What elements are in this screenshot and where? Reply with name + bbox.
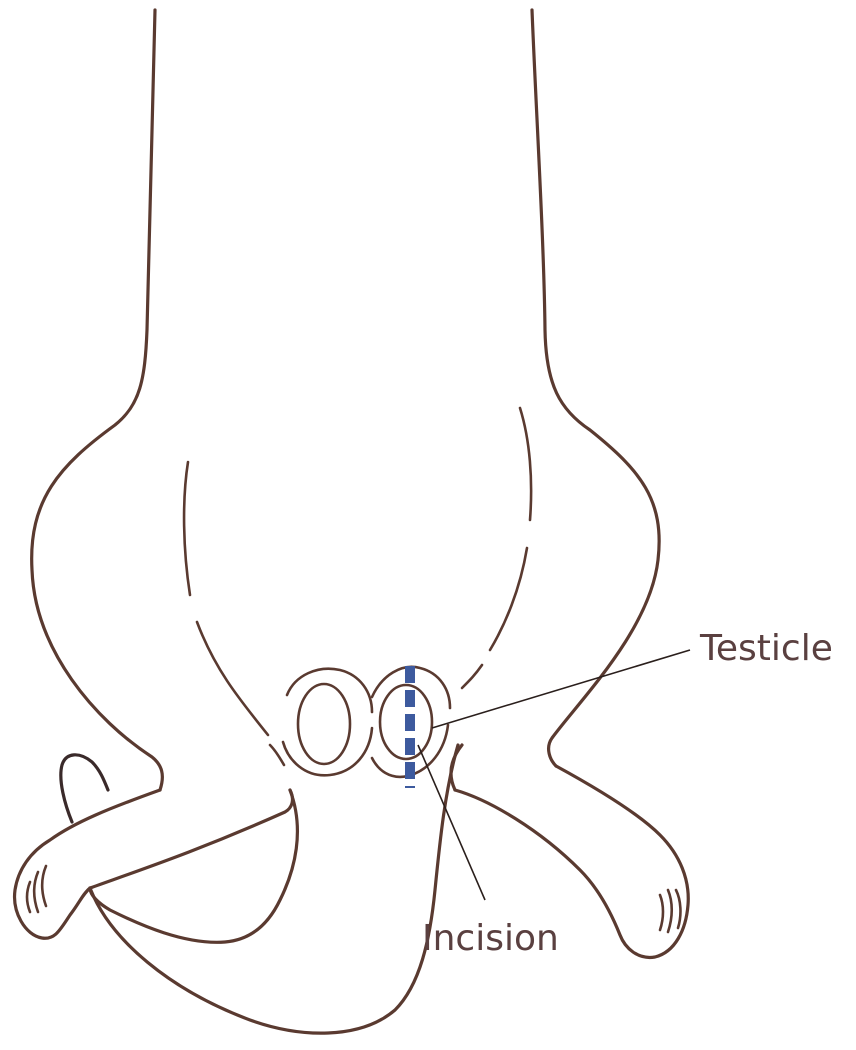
left-testicle [298, 684, 350, 764]
right-paw-toes [660, 890, 680, 932]
testicle-label: Testicle [699, 628, 833, 669]
body-outline-right [532, 10, 659, 766]
left-haunch-line-tail [270, 745, 284, 765]
lower-body-curve [90, 745, 458, 1033]
left-haunch-line [184, 462, 190, 595]
right-haunch-line [520, 408, 531, 520]
left-haunch-line-lower [197, 622, 268, 735]
inner-thigh-right [451, 745, 462, 790]
left-leg [15, 790, 293, 938]
incision-label: Incision [422, 918, 559, 959]
right-haunch-line-mid [490, 548, 527, 650]
tail-sweep [90, 790, 297, 942]
body-outline-left [32, 10, 163, 790]
left-paw-toes [27, 866, 46, 912]
right-haunch-line-lower [462, 665, 482, 688]
testicle-leader-line [432, 650, 690, 728]
